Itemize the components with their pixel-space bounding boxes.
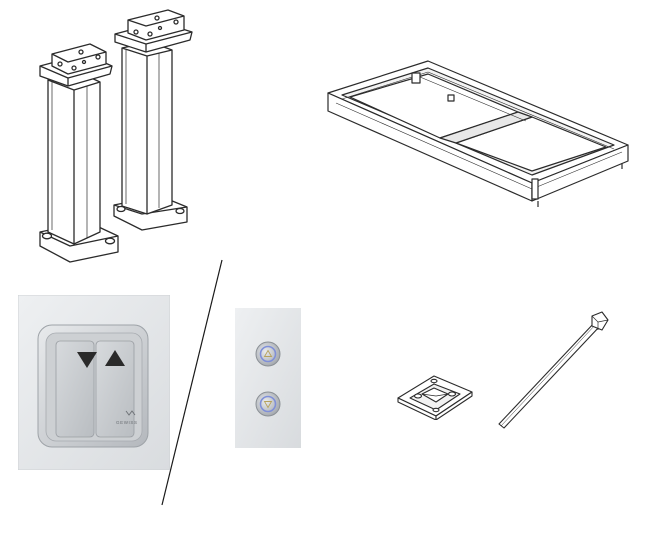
- up-push-button[interactable]: [255, 341, 281, 367]
- front-column: [39, 43, 119, 263]
- cable-tie-mount-illustration: [397, 375, 473, 420]
- down-symbol-icon: [263, 401, 273, 409]
- divider-line: [161, 259, 223, 506]
- rear-column: [113, 9, 193, 231]
- down-push-button[interactable]: [255, 391, 281, 417]
- desk-frame-illustration: [327, 60, 629, 207]
- cable-tie-illustration: [498, 311, 609, 429]
- rocker-down-half[interactable]: [55, 340, 95, 438]
- rocker-up-half[interactable]: [95, 340, 135, 438]
- arrow-down-icon: [77, 352, 97, 368]
- rocker-switch-illustration: GEWISS: [18, 295, 170, 470]
- push-button-panel-illustration: [235, 308, 301, 448]
- up-symbol-icon: [263, 349, 273, 357]
- brand-logo: GEWISS: [116, 410, 138, 425]
- svg-text:GEWISS: GEWISS: [116, 420, 138, 425]
- arrow-up-icon: [105, 350, 125, 366]
- lifting-columns-illustration: [39, 9, 193, 263]
